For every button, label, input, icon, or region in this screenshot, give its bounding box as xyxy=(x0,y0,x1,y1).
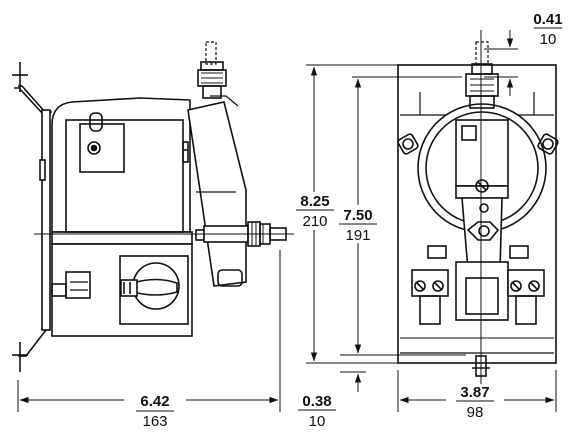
mounting-height-inches: 7.50 xyxy=(343,207,372,224)
bottom-offset-inches: 0.38 xyxy=(302,393,331,410)
front-top-connector xyxy=(465,41,499,109)
front-width-mm: 98 xyxy=(467,404,484,421)
bottom-offset-mm: 10 xyxy=(309,413,326,430)
front-coil xyxy=(417,103,547,233)
side-depth-inches: 6.42 xyxy=(140,393,169,410)
dimension-lines xyxy=(17,27,562,412)
top-offset-mm: 10 xyxy=(540,31,557,48)
overall-height-inches: 8.25 xyxy=(300,193,329,210)
side-top-connector xyxy=(197,41,227,99)
side-depth-mm: 163 xyxy=(142,413,167,430)
mounting-bracket xyxy=(12,62,52,372)
overall-height-mm: 210 xyxy=(302,213,327,230)
side-lower-components xyxy=(51,255,189,325)
top-offset-inches: 0.41 xyxy=(533,11,562,28)
side-housing xyxy=(51,97,193,337)
front-terminals xyxy=(411,245,545,325)
dimension-labels: 0.41 10 8.25 210 7.50 191 6.42 163 0.38 … xyxy=(140,11,562,430)
side-view xyxy=(12,41,287,372)
mounting-height-mm: 191 xyxy=(345,227,370,244)
front-view xyxy=(397,41,559,377)
front-side-screws xyxy=(397,133,559,155)
side-arm xyxy=(187,95,247,287)
front-armature xyxy=(455,197,509,321)
front-width-inches: 3.87 xyxy=(460,384,489,401)
